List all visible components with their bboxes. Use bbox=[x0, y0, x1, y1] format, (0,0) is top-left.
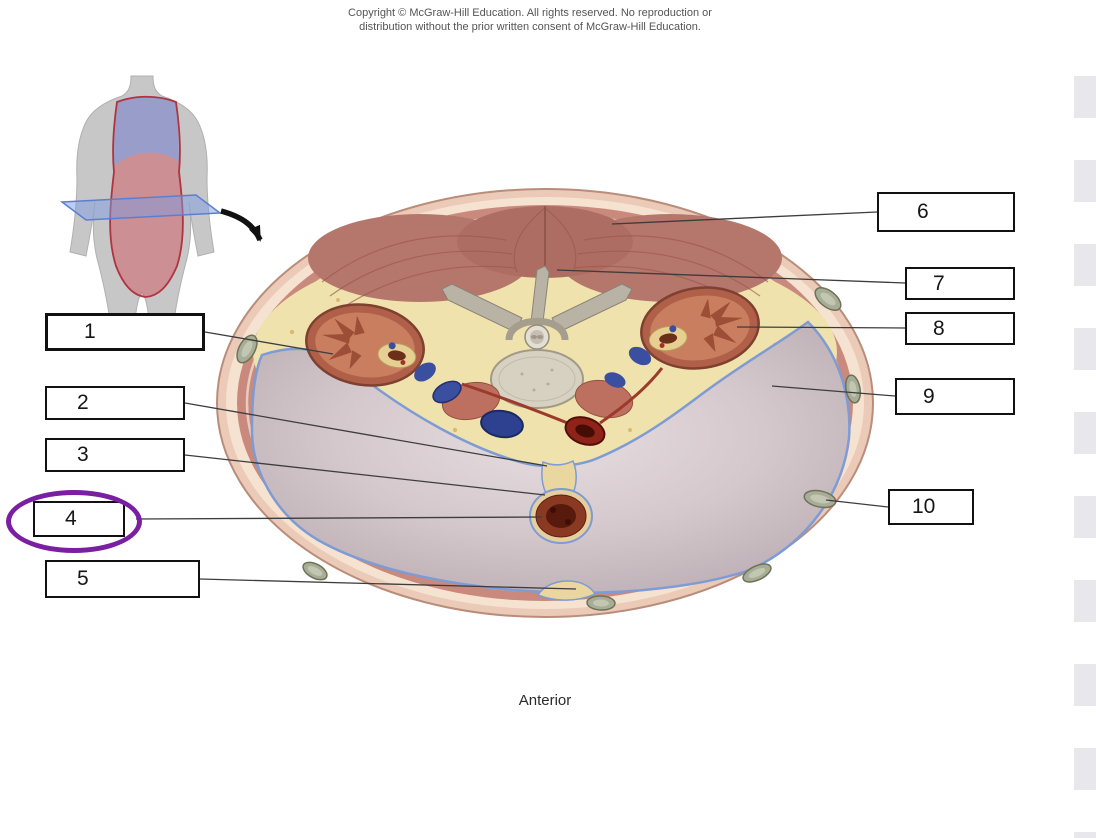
leader-line-7 bbox=[556, 269, 906, 284]
right-kidney bbox=[640, 286, 760, 370]
label-box-7[interactable]: 7 bbox=[905, 267, 1015, 300]
leader-line-6 bbox=[611, 211, 878, 225]
leader-line-5 bbox=[199, 578, 577, 590]
annotation-ellipse-icon bbox=[6, 490, 142, 553]
renal-vein-right bbox=[628, 346, 652, 366]
vertebra bbox=[441, 265, 633, 409]
label-number-3: 3 bbox=[77, 443, 89, 466]
leader-line-4 bbox=[135, 516, 543, 520]
abdominal-region bbox=[110, 152, 183, 297]
inferior-vena-cava bbox=[480, 409, 524, 439]
peritoneal-cavity bbox=[250, 320, 851, 595]
leader-line-3 bbox=[184, 454, 546, 496]
label-number-2: 2 bbox=[77, 391, 89, 414]
renal-vein-left bbox=[414, 362, 436, 382]
label-box-9[interactable]: 9 bbox=[895, 378, 1015, 415]
label-box-10[interactable]: 10 bbox=[888, 489, 974, 525]
leader-lines bbox=[135, 211, 906, 590]
leader-line-2 bbox=[184, 402, 548, 467]
vertebral-body bbox=[490, 349, 584, 409]
transverse-process-left bbox=[441, 283, 523, 333]
vertebral-arch bbox=[505, 317, 569, 341]
label-number-1: 1 bbox=[84, 320, 96, 343]
label-box-1[interactable]: 1 bbox=[45, 313, 205, 351]
label-box-2[interactable]: 2 bbox=[45, 386, 185, 420]
copyright-line-2: distribution without the prior written c… bbox=[359, 21, 701, 33]
thoracic-region bbox=[113, 96, 179, 166]
label-number-6: 6 bbox=[917, 200, 929, 223]
label-box-6[interactable]: 6 bbox=[877, 192, 1015, 232]
leader-line-10 bbox=[825, 499, 889, 508]
orientation-inset bbox=[59, 75, 263, 323]
label-number-8: 8 bbox=[933, 316, 945, 340]
label-number-5: 5 bbox=[77, 567, 89, 590]
renal-artery-left bbox=[461, 382, 571, 426]
renal-artery-right bbox=[599, 367, 664, 425]
leader-line-9 bbox=[771, 385, 896, 397]
label-box-5[interactable]: 5 bbox=[45, 560, 200, 598]
label-number-9: 9 bbox=[923, 384, 935, 408]
leader-line-8 bbox=[736, 326, 906, 329]
left-kidney bbox=[305, 303, 425, 387]
label-number-10: 10 bbox=[912, 495, 936, 518]
transverse-process-right bbox=[551, 283, 633, 333]
direction-arrow-icon bbox=[220, 208, 263, 242]
intestine-section bbox=[529, 459, 593, 544]
peritoneal-fold bbox=[536, 580, 597, 601]
copyright-line-1: Copyright © McGraw-Hill Education. All r… bbox=[348, 7, 712, 19]
copyright-notice: Copyright © McGraw-Hill Education. All r… bbox=[250, 6, 810, 34]
great-vessels bbox=[414, 346, 664, 446]
cross-section bbox=[216, 188, 874, 618]
anterior-caption: Anterior bbox=[518, 692, 572, 709]
label-box-3[interactable]: 3 bbox=[45, 438, 185, 472]
posterior-muscles bbox=[308, 206, 782, 309]
section-plane bbox=[59, 194, 223, 221]
label-number-7: 7 bbox=[933, 271, 945, 295]
cropped-side-panel bbox=[1074, 76, 1096, 838]
leader-line-1 bbox=[204, 331, 334, 355]
label-box-8[interactable]: 8 bbox=[905, 312, 1015, 345]
cavity-outline bbox=[109, 95, 184, 298]
rib-sections bbox=[236, 287, 862, 611]
